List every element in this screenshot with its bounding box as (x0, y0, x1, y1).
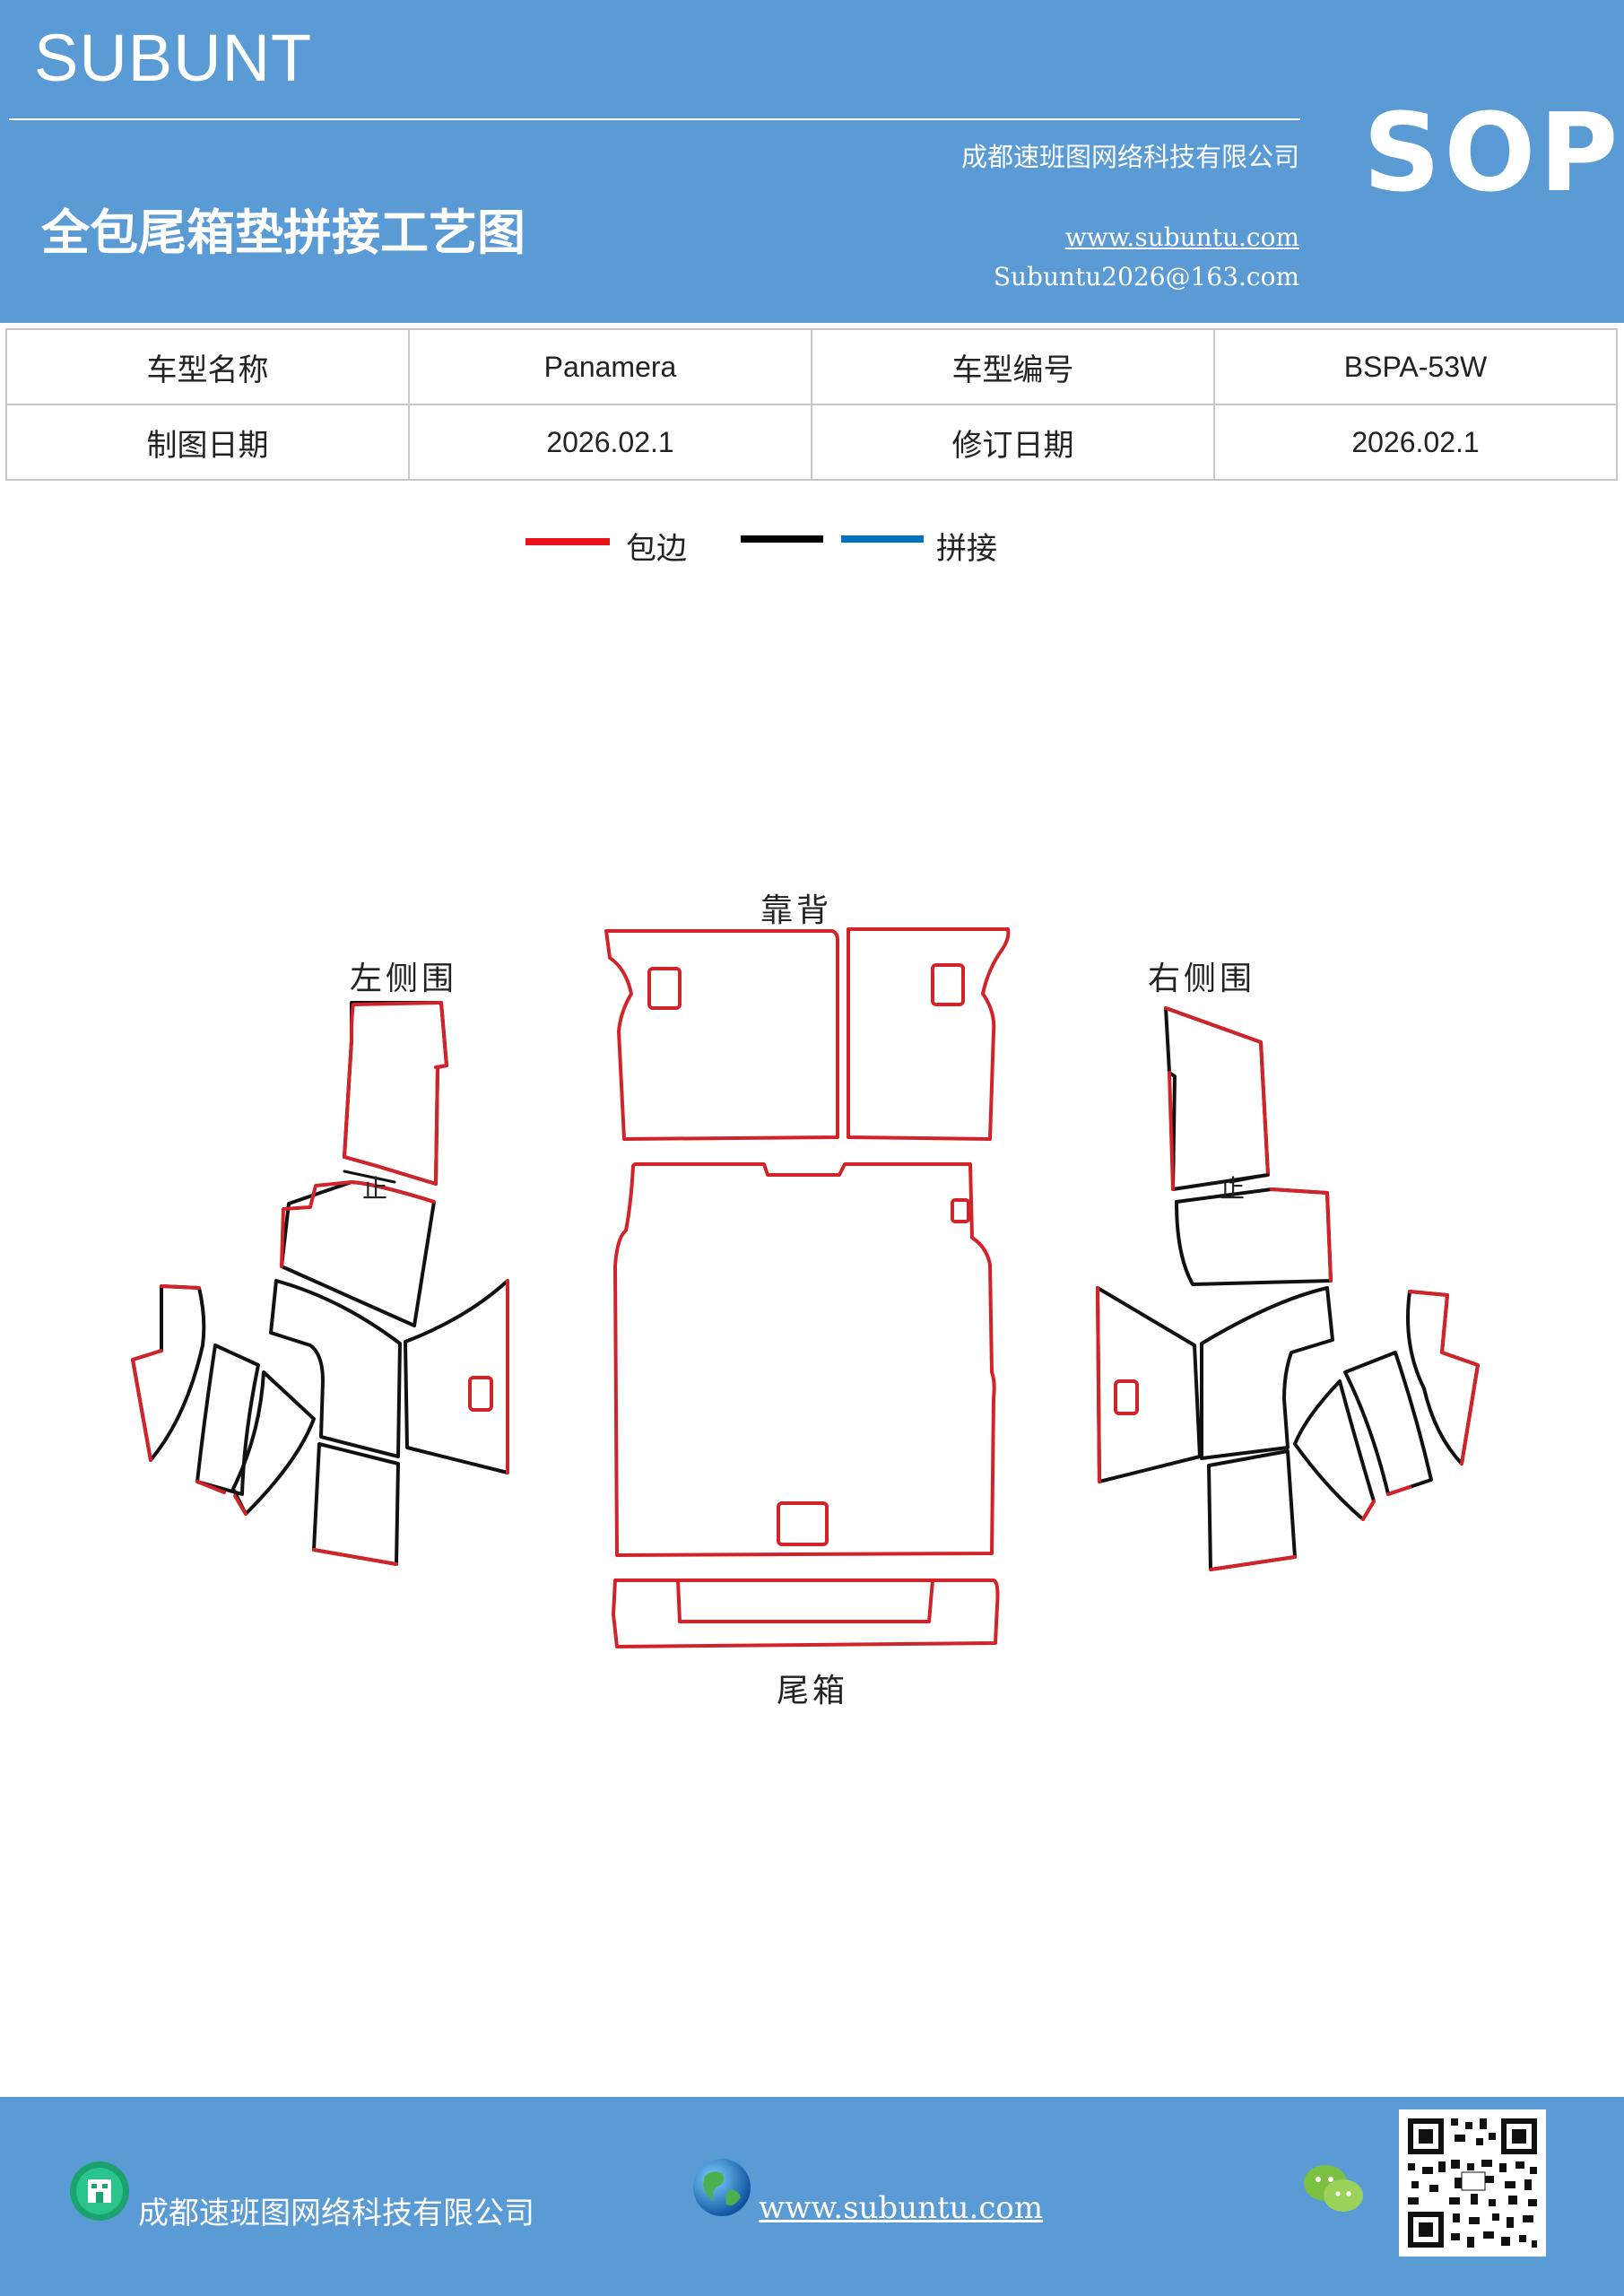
backrest-right-cutout (931, 963, 965, 1006)
revise-date-label: 修订日期 (811, 404, 1215, 481)
model-name-label: 车型名称 (5, 328, 410, 405)
floor-right-cutout (951, 1198, 970, 1223)
left-top-panel (343, 1001, 448, 1186)
stop-marks (343, 1170, 1270, 1184)
left-stop-tick (343, 1170, 396, 1184)
left-side-splice-pieces (131, 1001, 509, 1566)
header-divider (9, 118, 1300, 120)
model-code-value: BSPA-53W (1213, 328, 1618, 405)
floor-panel (613, 1162, 996, 1557)
qr-code[interactable] (1399, 2109, 1546, 2257)
floor-panel-group (612, 1162, 1000, 1648)
label-trunk: 尾箱 (777, 1673, 849, 1709)
right-inner-left (1096, 1286, 1202, 1483)
left-inner-cutout (468, 1376, 493, 1412)
legend-splice-swatch (841, 535, 924, 543)
footer-company: 成都速班图网络科技有限公司 (138, 2196, 534, 2231)
wechat-icon[interactable] (1302, 2161, 1365, 2217)
revise-date-value: 2026.02.1 (1213, 404, 1618, 481)
label-right-side: 右侧围 (1148, 961, 1256, 997)
model-code-label: 车型编号 (811, 328, 1215, 405)
floor-bottom-cutout (777, 1501, 829, 1546)
right-stop-tick (1229, 1173, 1270, 1184)
building-icon (70, 2161, 129, 2221)
left-center-piece (269, 1279, 402, 1458)
legend-black-swatch (741, 535, 823, 543)
document-title: 全包尾箱垫拼接工艺图 (41, 204, 525, 261)
legend-splice-label: 拼接 (936, 531, 997, 567)
label-right-stop: 止 (1220, 1174, 1249, 1204)
backrest-left-panel (604, 929, 839, 1141)
info-table: 车型名称 Panamera 车型编号 BSPA-53W 制图日期 2026.02… (5, 328, 1618, 481)
email-address: Subuntu2026@163.com (993, 262, 1299, 291)
backrest-right-panel (847, 927, 1011, 1141)
right-mid-piece (1175, 1187, 1333, 1286)
legend-edge-label: 包边 (626, 531, 687, 567)
label-left-side: 左侧围 (350, 961, 458, 997)
table-row: 车型名称 Panamera 车型编号 BSPA-53W (5, 328, 1618, 405)
trunk-sill-outer (612, 1578, 1000, 1648)
left-outer-piece (131, 1284, 206, 1462)
right-strip-2 (1293, 1379, 1376, 1521)
backrest-panels (604, 927, 1011, 1141)
draw-date-label: 制图日期 (5, 404, 410, 481)
left-inner-right (404, 1279, 509, 1474)
header-banner: SUBUNT 成都速班图网络科技有限公司 全包尾箱垫拼接工艺图 www.subu… (0, 0, 1624, 323)
right-top-panel (1164, 1006, 1270, 1191)
brand-name: SUBUNT (34, 21, 313, 95)
right-strip-1 (1343, 1351, 1433, 1496)
right-inner-cutout (1114, 1379, 1139, 1415)
right-side-edges (1096, 1006, 1480, 1571)
table-row: 制图日期 2026.02.1 修订日期 2026.02.1 (5, 404, 1618, 481)
left-side-edges (131, 1001, 509, 1566)
company-name: 成都速班图网络科技有限公司 (960, 142, 1299, 172)
website-link[interactable]: www.subuntu.com (1064, 222, 1299, 252)
globe-icon (693, 2159, 751, 2216)
right-lower-piece (1207, 1449, 1297, 1571)
right-side-splice-pieces (1096, 1006, 1480, 1571)
backrest-left-cutout (647, 967, 682, 1010)
footer-website-link[interactable]: www.subuntu.com (759, 2190, 1044, 2226)
left-mid-piece (280, 1180, 436, 1327)
legend-edge-swatch (525, 538, 610, 545)
left-lower-piece (312, 1442, 400, 1566)
qr-code-pattern (1399, 2109, 1546, 2257)
label-backrest: 靠背 (760, 892, 833, 929)
right-center-piece (1200, 1286, 1334, 1460)
model-name-value: Panamera (408, 328, 812, 405)
label-left-stop: 止 (362, 1174, 392, 1204)
left-strip-1 (195, 1344, 260, 1496)
draw-date-value: 2026.02.1 (408, 404, 812, 481)
trunk-sill-inner (676, 1578, 934, 1623)
sop-badge: SOP (1363, 91, 1622, 216)
